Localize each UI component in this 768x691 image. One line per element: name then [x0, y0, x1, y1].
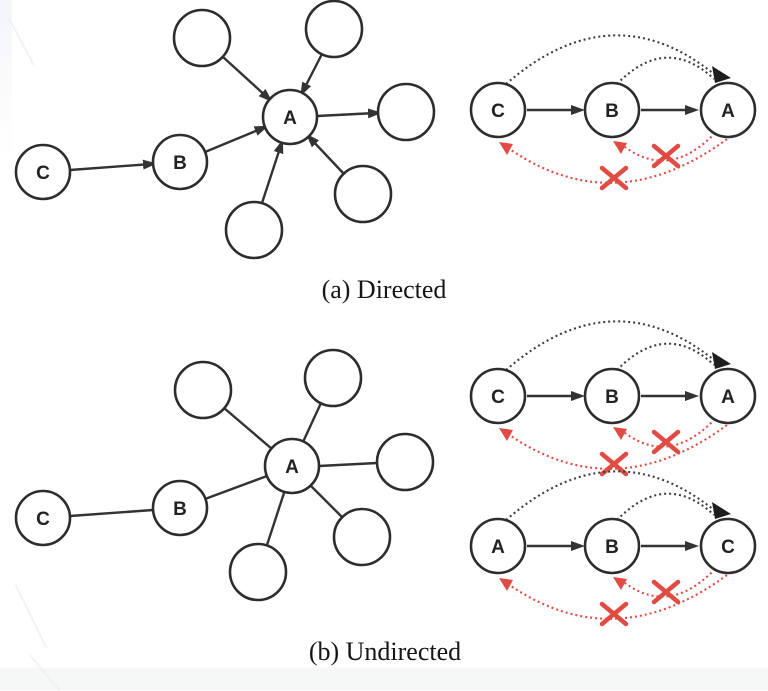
node-a	[263, 437, 321, 495]
edge-neighbor-to-a	[222, 56, 273, 103]
scan-edge-left	[0, 0, 12, 160]
unlabeled-node	[304, 0, 364, 59]
node-a	[261, 88, 319, 146]
chain-a-mid-label: B	[605, 101, 619, 122]
panel-b-star: A B C	[14, 348, 435, 602]
node-c-label: C	[36, 163, 50, 184]
edge-neighbor-to-a	[300, 53, 324, 97]
edge-a-neighbor	[301, 402, 323, 443]
edge-c-to-b	[69, 159, 157, 172]
edge-neighbor-to-a	[305, 133, 345, 175]
edge-neighbor-to-a	[260, 139, 284, 204]
node-c	[14, 489, 72, 547]
node-b-label: B	[173, 499, 187, 520]
node-c-label: C	[36, 509, 50, 530]
node-c	[14, 143, 72, 201]
edge-c-b	[69, 508, 154, 518]
unlabeled-node	[173, 360, 233, 420]
node-b-label: B	[173, 153, 187, 174]
chain-b1-left-label: C	[491, 387, 505, 408]
unlabeled-node	[375, 432, 435, 492]
caption-panel-b: (b) Undirected	[309, 637, 461, 666]
unlabeled-node	[228, 542, 288, 602]
panel-a-star: A B C	[14, 0, 436, 260]
node-b	[151, 133, 209, 191]
chain-b2-right-label: C	[721, 537, 735, 558]
unlabeled-node	[333, 164, 393, 224]
edge-b-a	[204, 474, 268, 501]
node-a-label: A	[283, 108, 297, 129]
chain-a-left-label: C	[491, 101, 505, 122]
unlabeled-node	[303, 348, 363, 408]
edge-a-neighbor	[318, 461, 378, 468]
unlabeled-node	[332, 507, 392, 567]
chain-b2-left-label: A	[491, 537, 505, 558]
node-b	[151, 479, 209, 537]
edge-b-to-a	[204, 125, 269, 154]
caption-panel-a: (a) Directed	[322, 275, 447, 304]
unlabeled-node	[224, 200, 284, 260]
edge-a-neighbor	[310, 485, 343, 518]
chain-b2-mid-label: B	[605, 537, 619, 558]
chain-b1-mid-label: B	[605, 387, 619, 408]
chain-a-right-label: A	[721, 101, 735, 122]
scan-edge-bottom	[0, 668, 768, 690]
edge-a-neighbor	[223, 407, 273, 450]
unlabeled-node	[376, 82, 436, 142]
unlabeled-node	[172, 8, 232, 68]
edge-a-neighbor	[265, 492, 286, 546]
node-a-label: A	[285, 457, 299, 478]
edge-a-to-neighbor	[316, 108, 382, 119]
chain-b1-right-label: A	[721, 387, 735, 408]
